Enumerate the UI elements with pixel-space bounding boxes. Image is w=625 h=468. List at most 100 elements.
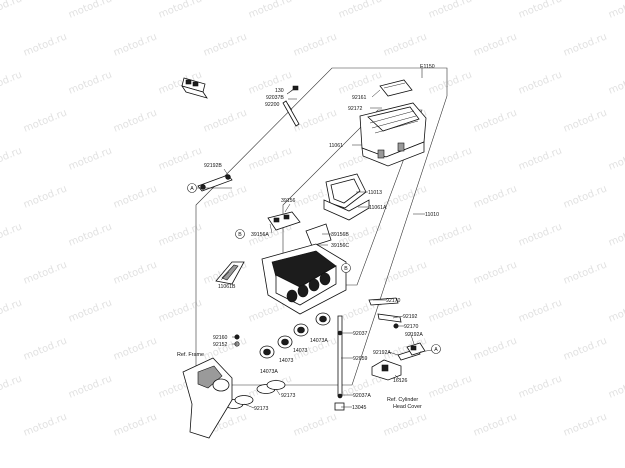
label-92192: 92192 [403,314,418,320]
label-92037: 92037 [353,331,368,337]
watermark-layer: motod.ru motod.ru motod.ru motod.ru motod.ru… [0,0,625,439]
watermark-text: motod.ru [562,107,609,134]
hose-92192 [377,313,402,323]
watermark-text: motod.ru [247,145,294,172]
label-92192a-left: 92192A [373,350,391,356]
watermark-text: motod.ru [472,31,519,58]
watermark-text: motod.ru [607,221,625,248]
label-92173-lower: 92173 [254,406,269,412]
label-130: 130 [275,88,284,94]
watermark-text: motod.ru [427,297,474,324]
watermark-text: motod.ru [517,221,564,248]
funnel-14073-lower [277,335,293,349]
label-11061a: 11061A [369,205,387,211]
watermark-text: motod.ru [382,411,429,438]
watermark-text: motod.ru [67,221,114,248]
watermark-text: motod.ru [0,145,24,172]
watermark-text: motod.ru [0,373,24,400]
watermark-text: motod.ru [292,31,339,58]
label-92200: 92200 [265,102,280,108]
watermark-text: motod.ru [112,335,159,362]
label-14073-upper: 14073 [293,348,308,354]
watermark-text: motod.ru [562,31,609,58]
watermark-text: motod.ru [472,411,519,438]
label-11061: 11061 [329,143,343,149]
front-direction-icon [181,77,208,99]
watermark-text: motod.ru [247,69,294,96]
watermark-text: motod.ru [427,69,474,96]
watermark-text: motod.ru [0,0,24,21]
watermark-text: motod.ru [22,335,69,362]
label-92173-upper: 92173 [281,393,296,399]
watermark-text: motod.ru [67,297,114,324]
callout-a-right: A [431,344,441,354]
watermark-text: motod.ru [67,0,114,21]
watermark-text: motod.ru [112,411,159,438]
label-11061b: 11061B [218,284,236,290]
watermark-text: motod.ru [22,31,69,58]
label-11010: 11010 [425,212,439,218]
watermark-text: motod.ru [472,335,519,362]
funnel-14073-upper [293,323,309,337]
callout-a-left-label: A [190,186,194,192]
watermark-text: motod.ru [517,69,564,96]
callout-b-upper: B [235,229,245,239]
duct-39156c [305,223,332,247]
watermark-text: motod.ru [382,31,429,58]
watermark-text: motod.ru [247,0,294,21]
label-92192b: 92192B [204,163,222,169]
watermark-text: motod.ru [157,0,204,21]
leader-lines [197,87,433,409]
label-39156c: 39156C [331,243,349,249]
label-92059: 92059 [353,356,368,362]
watermark-text: motod.ru [202,107,249,134]
watermark-text: motod.ru [562,183,609,210]
callout-b-lower-label: B [344,266,348,272]
label-ref-cylinder: Ref. Cylinder [387,397,418,403]
watermark-text: motod.ru [22,107,69,134]
watermark-text: motod.ru [607,297,625,324]
callout-a-right-label: A [434,347,438,353]
label-92172: 92172 [348,106,363,112]
label-14073a-upper: 14073A [310,338,328,344]
watermark-text: motod.ru [112,259,159,286]
watermark-text: motod.ru [472,259,519,286]
watermark-text: motod.ru [517,373,564,400]
label-92170-upper: 92170 [386,298,401,304]
watermark-text: motod.ru [292,107,339,134]
label-39156b: 39156B [331,232,349,238]
label-92160: 92160 [213,335,228,341]
clamp-92173-upper [256,380,286,394]
label-92170-lower: 92170 [404,324,419,330]
watermark-text: motod.ru [157,145,204,172]
label-ref-frame: Ref. Frame [177,352,204,358]
watermark-text: motod.ru [472,107,519,134]
watermark-text: motod.ru [517,297,564,324]
label-92152: 92152 [213,342,228,348]
label-92037a: 92037A [353,393,371,399]
watermark-text: motod.ru [22,183,69,210]
callout-b-upper-label: B [238,232,242,238]
funnel-14073a-upper [315,312,331,326]
label-39156: 39156 [281,198,296,204]
breather-hose-92192b [197,174,233,192]
diagram-code: E1150 [420,64,435,70]
watermark-text: motod.ru [157,221,204,248]
watermark-text: motod.ru [67,69,114,96]
label-92161: 92161 [352,95,367,101]
watermark-text: motod.ru [22,411,69,438]
watermark-text: motod.ru [67,145,114,172]
label-14073a-lower: 14073A [260,369,278,375]
label-92192a-right: 92192A [405,332,423,338]
callout-b-lower: B [341,263,351,273]
watermark-text: motod.ru [517,145,564,172]
part-labels: E1150 130 92037 B 92200 92161 92172 11061… [177,64,439,412]
air-filter-element-11013 [325,173,367,209]
watermark-text: motod.ru [607,69,625,96]
duct-11061b [215,261,245,285]
watermark-text: motod.ru [67,373,114,400]
seal-11061a [323,199,370,221]
frame-reference-part [182,357,233,439]
watermark-text: motod.ru [292,411,339,438]
